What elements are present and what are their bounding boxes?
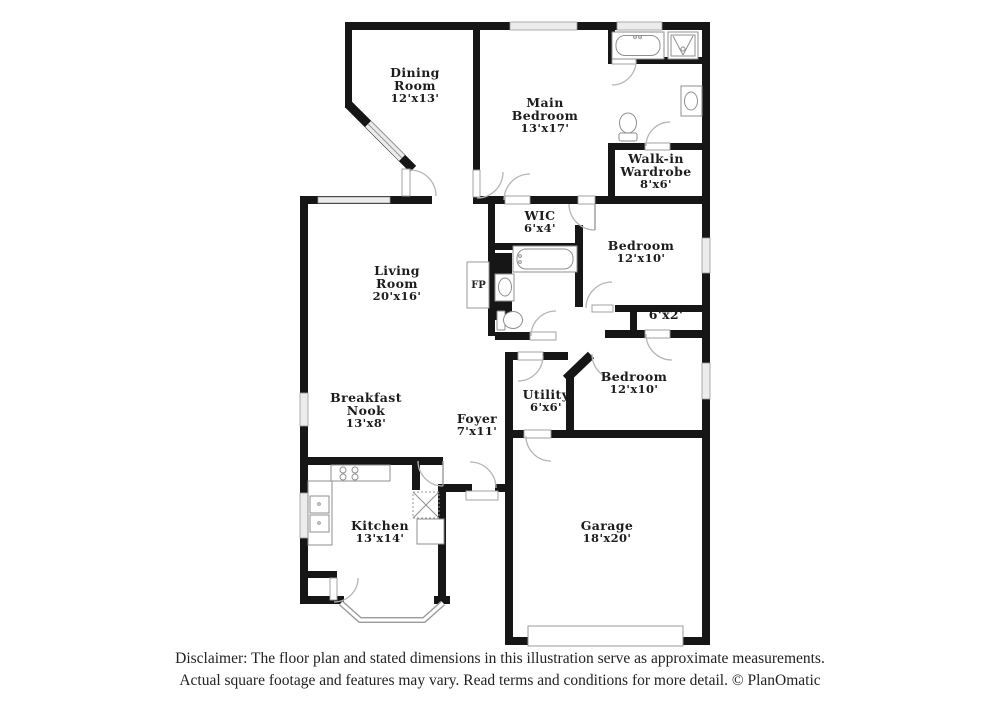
- room-label-utility: Utility 6'x6': [522, 387, 570, 414]
- garage-door: [527, 625, 684, 647]
- bathtub-hall: [512, 245, 578, 273]
- pantry: [412, 491, 440, 519]
- bathtub-master: [611, 31, 665, 60]
- room-label-wic: WIC 6'x4': [524, 208, 556, 235]
- room-label-closet: 6'x2': [648, 307, 684, 322]
- vanity-master: [680, 85, 703, 117]
- room-label-breakfast-nook: Breakfast Nook 13'x8': [330, 390, 402, 430]
- fireplace-label: FP: [471, 279, 486, 291]
- fireplace-label-box: [466, 261, 490, 309]
- room-label-walk-in-wardrobe: Walk-in Wardrobe 8'x6': [620, 151, 692, 191]
- sink-hall: [494, 273, 515, 302]
- refrigerator: [416, 518, 445, 545]
- room-label-garage: Garage 18'x20': [580, 518, 634, 545]
- shower: [667, 31, 699, 60]
- room-label-living: Living Room 20'x16': [372, 263, 422, 303]
- room-label-bedroom-lower: Bedroom 12'x10': [600, 369, 668, 396]
- stove: [330, 464, 391, 482]
- room-label-dining: Dining Room 12'x13': [390, 65, 440, 105]
- room-label-foyer: Foyer 7'x11': [456, 411, 498, 438]
- windows-layer: [299, 21, 711, 647]
- room-label-kitchen: Kitchen 13'x14': [351, 518, 409, 545]
- disclaimer-line-1: Disclaimer: The floor plan and stated di…: [175, 650, 825, 667]
- room-label-bedroom-upper: Bedroom 12'x10': [607, 238, 675, 265]
- kitchen-counter-sink: [307, 480, 333, 546]
- doors-layer: [329, 56, 673, 603]
- toilet-hall: [496, 310, 523, 331]
- toilet-master: [618, 112, 638, 142]
- room-label-main-bedroom: Main Bedroom 13'x17': [511, 95, 579, 135]
- fixtures-layer: [307, 31, 703, 546]
- disclaimer-line-2: Actual square footage and features may v…: [179, 672, 821, 689]
